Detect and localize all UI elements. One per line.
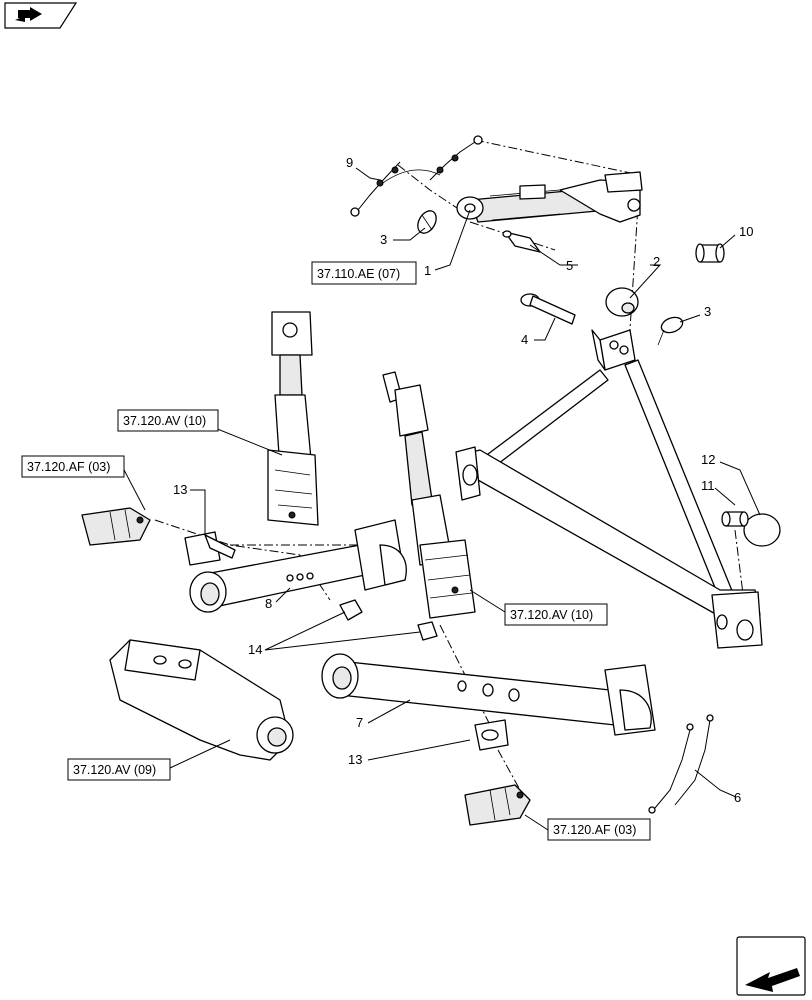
callout-3-top: 3	[380, 232, 387, 247]
ref-37-120-av-09[interactable]: 37.120.AV (09)	[67, 758, 171, 781]
callout-12: 12	[701, 452, 715, 467]
stabilizer-13-right	[474, 719, 509, 751]
a-frame	[455, 329, 763, 649]
top-link	[456, 171, 643, 223]
chain-7	[350, 135, 483, 217]
svg-text:37.120.AF (03): 37.120.AF (03)	[27, 460, 110, 474]
ref-37-120-af-03-right[interactable]: 37.120.AF (03)	[547, 818, 651, 841]
bushing-11	[721, 511, 749, 527]
callout-13-right: 13	[348, 752, 362, 767]
callout-9: 8	[265, 596, 272, 611]
callout-5: 5	[566, 258, 573, 273]
callout-14: 14	[248, 642, 262, 657]
svg-text:37.120.AV (10): 37.120.AV (10)	[123, 414, 206, 428]
pin-5	[502, 230, 541, 253]
lower-link-8	[321, 653, 656, 736]
callout-8: 7	[356, 715, 363, 730]
ball-2	[605, 287, 639, 317]
callout-labels: 9 3 1 5 4 2 10 3 12 11 13 8 14 7 13 6	[173, 155, 753, 805]
housing-09	[109, 639, 294, 761]
callout-4: 4	[521, 332, 528, 347]
ball-12	[743, 513, 781, 547]
bushing-10	[695, 243, 725, 263]
stabilizer-13-left	[184, 531, 236, 566]
sub-assembly-af-right	[464, 784, 531, 826]
svg-text:37.110.AE (07): 37.110.AE (07)	[317, 267, 400, 281]
callout-7: 9	[346, 155, 353, 170]
ref-37-120-af-03-left[interactable]: 37.120.AF (03)	[21, 455, 125, 478]
svg-text:37.120.AF (03): 37.120.AF (03)	[553, 823, 636, 837]
callout-10: 10	[739, 224, 753, 239]
leader-lines	[121, 167, 761, 831]
nut-14-right	[417, 621, 438, 641]
svg-text:37.120.AV (09): 37.120.AV (09)	[73, 763, 156, 777]
book-arrow-icon[interactable]	[4, 2, 78, 29]
next-page-arrow-icon[interactable]	[736, 936, 806, 996]
nut-14-left	[339, 599, 363, 621]
clip-3-right	[657, 316, 684, 346]
ref-37-120-av-10-left[interactable]: 37.120.AV (10)	[117, 409, 219, 432]
lower-link-9	[189, 519, 407, 613]
lift-rod-right	[382, 371, 476, 619]
callout-2: 2	[653, 254, 660, 269]
ref-37-120-av-10-right[interactable]: 37.120.AV (10)	[504, 603, 608, 626]
ref-37-110-ae-07[interactable]: 37.110.AE (07)	[311, 261, 417, 285]
pin-4	[520, 293, 576, 325]
callout-13-left: 13	[173, 482, 187, 497]
callout-1: 1	[424, 263, 431, 278]
clip-3-top	[417, 210, 437, 234]
chain-6	[648, 714, 714, 814]
callout-3-right: 3	[704, 304, 711, 319]
callout-6: 6	[734, 790, 741, 805]
callout-11: 11	[701, 478, 715, 493]
svg-text:37.120.AV (10): 37.120.AV (10)	[510, 608, 593, 622]
sub-assembly-af-left	[81, 507, 151, 546]
lift-rod-left	[267, 311, 319, 526]
